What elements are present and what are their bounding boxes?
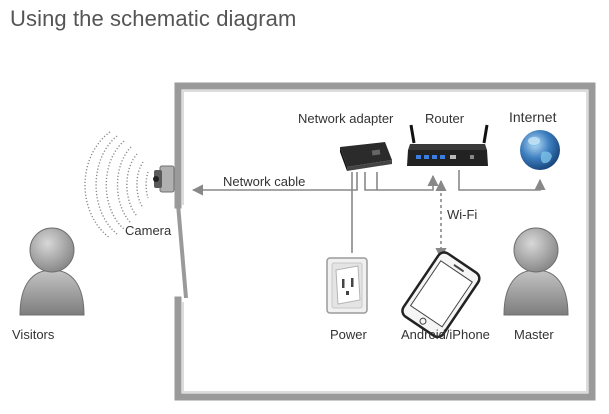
network-adapter-label: Network adapter xyxy=(298,111,394,126)
master-label: Master xyxy=(514,327,554,342)
adapter-router-line xyxy=(364,172,378,191)
power-label: Power xyxy=(330,327,368,342)
person-icon xyxy=(19,227,85,316)
network-adapter-icon xyxy=(340,142,392,171)
camera-icon xyxy=(84,131,175,239)
page-title: Using the schematic diagram xyxy=(10,6,297,31)
power-outlet-icon xyxy=(326,257,368,314)
camera-label: Camera xyxy=(125,223,172,238)
wifi-label: Wi-Fi xyxy=(447,207,477,222)
internet-label: Internet xyxy=(509,109,557,125)
network-cable-label: Network cable xyxy=(223,174,305,189)
phone-label: Android/iPhone xyxy=(401,327,490,342)
router-label: Router xyxy=(425,111,465,126)
globe-icon xyxy=(520,130,560,170)
connection-lines xyxy=(191,170,546,260)
router-icon xyxy=(407,124,489,166)
smartphone-icon xyxy=(401,251,481,339)
router-internet-line xyxy=(458,170,546,191)
network-cable-line xyxy=(191,172,358,196)
visitors-label: Visitors xyxy=(12,327,55,342)
room-walls xyxy=(174,82,596,401)
person-icon xyxy=(503,227,569,316)
